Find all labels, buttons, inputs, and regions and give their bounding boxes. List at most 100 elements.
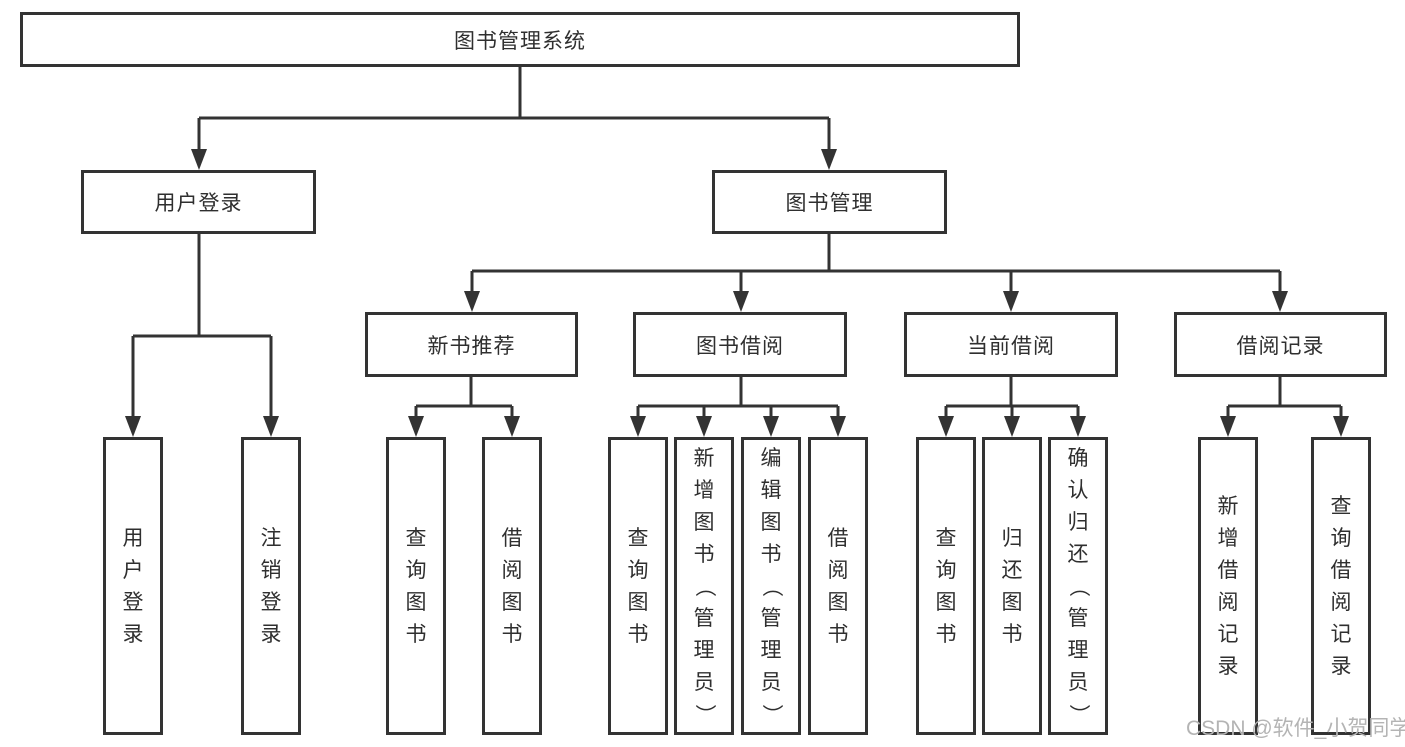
vertical-char: 户 [122,558,144,582]
leaf-return-book-label: 归还图书 [1001,528,1024,645]
leaf-query-books-borrowing: 查询图书 [608,437,668,735]
leaf-add-book-admin-label: 新增图书（管理员） [693,448,716,725]
vertical-char: 书 [935,622,957,646]
arrowhead-icon [821,149,837,170]
vertical-char: 管 [693,606,715,630]
vertical-char: 理 [760,638,782,662]
vertical-char: 编 [760,446,782,470]
vertical-char: 书 [827,622,849,646]
vertical-char: 图 [627,590,649,614]
node-root-label: 图书管理系统 [454,29,586,53]
arrowhead-icon [830,416,846,437]
arrowhead-icon [938,416,954,437]
node-book-management: 图书管理 [712,170,947,234]
arrowhead-icon [464,291,480,312]
vertical-char: ） [692,703,716,725]
vertical-char: 图 [760,510,782,534]
node-borrowing-records: 借阅记录 [1174,312,1387,377]
vertical-char: 书 [405,622,427,646]
vertical-char: 借 [1330,558,1352,582]
node-new-book-recommend-label: 新书推荐 [427,334,516,358]
leaf-user-login-label: 用户登录 [122,528,145,645]
leaf-logout: 注销登录 [241,437,301,735]
leaf-query-books-recommend-label: 查询图书 [405,528,428,645]
leaf-query-books-recommend: 查询图书 [386,437,446,735]
vertical-char: 录 [122,622,144,646]
leaf-confirm-return-admin-label: 确认归还（管理员） [1067,448,1090,725]
vertical-char: 认 [1067,478,1089,502]
arrowhead-icon [1003,291,1019,312]
vertical-char: 还 [1067,542,1089,566]
vertical-char: 图 [405,590,427,614]
node-user-login: 用户登录 [81,170,316,234]
node-borrowing-records-label: 借阅记录 [1236,334,1325,358]
vertical-char: 图 [935,590,957,614]
vertical-char: 增 [1217,526,1239,550]
vertical-char: 阅 [1330,590,1352,614]
vertical-char: 录 [1217,654,1239,678]
vertical-char: 员 [760,670,782,694]
arrowhead-icon [125,416,141,437]
leaf-logout-label: 注销登录 [260,528,283,645]
arrowhead-icon [1272,291,1288,312]
vertical-char: 录 [260,622,282,646]
vertical-char: 书 [760,542,782,566]
arrowhead-icon [733,291,749,312]
leaf-borrow-books-borrowing-label: 借阅图书 [827,528,850,645]
vertical-char: 新 [693,446,715,470]
node-new-book-recommend: 新书推荐 [365,312,578,377]
vertical-char: 查 [405,526,427,550]
leaf-query-books-borrowing-label: 查询图书 [627,528,650,645]
vertical-char: 记 [1217,622,1239,646]
vertical-char: 归 [1067,510,1089,534]
leaf-query-books-current: 查询图书 [916,437,976,735]
leaf-borrow-books-borrowing: 借阅图书 [808,437,868,735]
vertical-char: （ [1066,575,1090,597]
node-current-borrowing-label: 当前借阅 [967,334,1055,358]
leaf-confirm-return-admin: 确认归还（管理员） [1048,437,1108,735]
vertical-char: 询 [405,558,427,582]
arrowhead-icon [1004,416,1020,437]
vertical-char: 图 [827,590,849,614]
vertical-char: ） [759,703,783,725]
arrowhead-icon [630,416,646,437]
vertical-char: 查 [627,526,649,550]
node-book-borrowing: 图书借阅 [633,312,847,377]
vertical-char: 书 [693,542,715,566]
vertical-char: 销 [260,558,282,582]
vertical-char: 记 [1330,622,1352,646]
watermark-text: CSDN @软件_小贺同学 [1186,717,1405,740]
node-user-login-label: 用户登录 [154,192,243,215]
vertical-char: 询 [627,558,649,582]
vertical-char: 员 [693,670,715,694]
vertical-char: 查 [1330,494,1352,518]
leaf-edit-book-admin-label: 编辑图书（管理员） [760,448,783,725]
vertical-char: 登 [122,590,144,614]
vertical-char: 管 [1067,606,1089,630]
vertical-char: 阅 [827,558,849,582]
vertical-char: 查 [935,526,957,550]
vertical-char: 图 [693,510,715,534]
vertical-char: ） [1066,703,1090,725]
node-book-management-label: 图书管理 [785,192,874,215]
vertical-char: 借 [1217,558,1239,582]
vertical-char: 阅 [1217,590,1239,614]
arrowhead-icon [191,149,207,170]
arrowhead-icon [504,416,520,437]
vertical-char: （ [692,575,716,597]
vertical-char: 询 [935,558,957,582]
vertical-char: 还 [1001,558,1023,582]
arrowhead-icon [408,416,424,437]
leaf-query-borrow-record-label: 查询借阅记录 [1330,496,1353,677]
vertical-char: 辑 [760,478,782,502]
vertical-char: 阅 [501,558,523,582]
vertical-char: 理 [693,638,715,662]
vertical-char: 管 [760,606,782,630]
vertical-char: 图 [501,590,523,614]
tree-edges [131,67,1343,419]
arrowhead-icon [1220,416,1236,437]
vertical-char: 书 [627,622,649,646]
vertical-char: 登 [260,590,282,614]
